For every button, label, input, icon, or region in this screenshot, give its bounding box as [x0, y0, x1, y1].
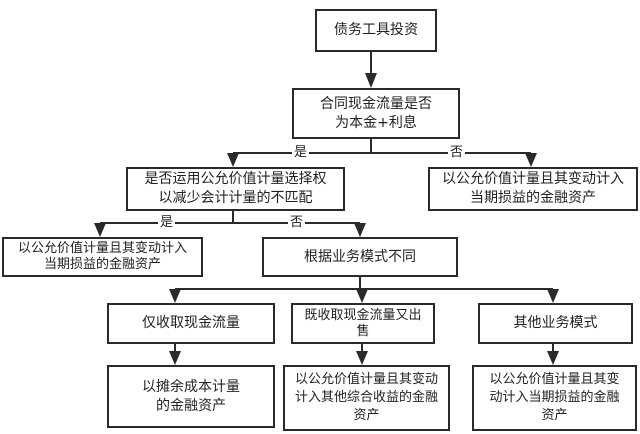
node-other-model: 其他业务模式 — [478, 303, 633, 344]
arrow-head — [227, 153, 239, 167]
node-cashflow-question: 合同现金流量是否为本金+利息 — [292, 88, 460, 139]
edge-label-no: 否 — [448, 145, 466, 160]
arrow-head — [169, 289, 181, 303]
node-business-model: 根据业务模式不同 — [262, 237, 458, 277]
arrow-head — [525, 153, 537, 167]
arrow-head — [356, 351, 368, 365]
arrow-head — [365, 73, 377, 88]
edge-label-yes: 是 — [292, 145, 310, 160]
arrow-head — [547, 351, 559, 365]
arrow-head — [169, 351, 181, 365]
arrow-head — [356, 289, 368, 303]
node-collect-and-sell: 既收取现金流量又出售 — [291, 303, 435, 344]
arrow-head — [354, 223, 366, 237]
node-fvoci: 以公允价值计量且其变动计入其他综合收益的金融资产 — [283, 365, 450, 431]
node-fvpl-result: 以公允价值计量且其变动计入当期损益的金融资产 — [428, 167, 638, 211]
arrow-head — [94, 223, 106, 237]
node-fvpl-designated: 以公允价值计量且其变动计入当期损益的金融资产 — [2, 237, 203, 277]
node-fv-option-question: 是否运用公允价值计量选择权以减少会计计量的不匹配 — [126, 167, 345, 211]
node-fvpl-other: 以公允价值计量且其变动计入当期损益的金融资产 — [472, 365, 637, 431]
edge-label-yes: 是 — [158, 215, 176, 230]
edge-label-no: 否 — [288, 215, 306, 230]
node-collect-only: 仅收取现金流量 — [107, 303, 275, 344]
node-debt-investment: 债务工具投资 — [315, 9, 437, 52]
arrow-head — [547, 289, 559, 303]
node-amortized-cost: 以摊余成本计量的金融资产 — [107, 365, 275, 428]
